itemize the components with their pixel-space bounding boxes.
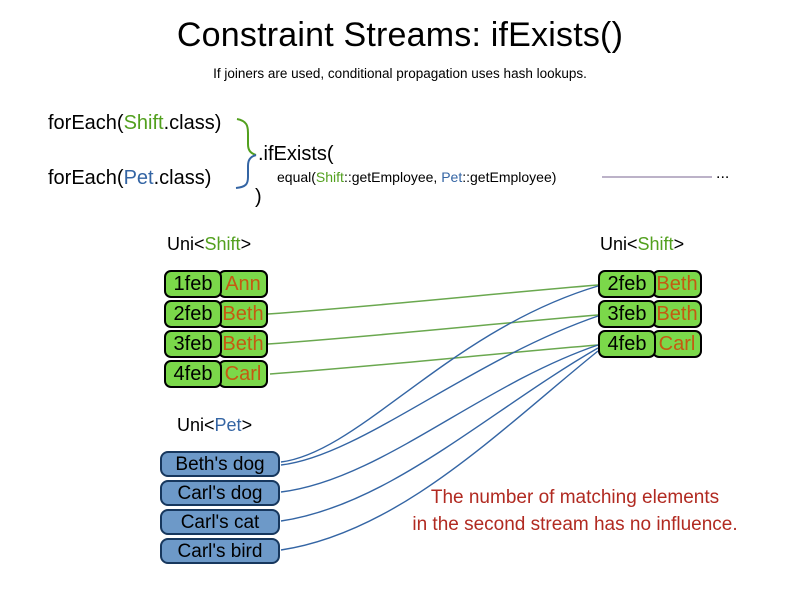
shift-row: 4feb Carl — [164, 360, 268, 388]
shift-row: 2feb Beth — [164, 300, 268, 328]
pet-class-token: Pet — [123, 167, 154, 189]
note-text: The number of matching elements in the s… — [385, 484, 765, 538]
label-text: > — [241, 415, 253, 435]
left-shift-stream-label: Uni<Shift> — [167, 234, 251, 255]
code-foreach-pet: forEach(Pet.class) — [48, 167, 211, 190]
label-text: > — [240, 234, 252, 254]
shift-row: 2feb Beth — [598, 270, 702, 298]
right-shift-table: 2feb Beth 3feb Beth 4feb Carl — [598, 270, 702, 358]
label-text: Uni< — [600, 234, 638, 254]
wire-3feb-to-3feb — [267, 314, 599, 345]
code-text: ::getEmployee) — [462, 169, 557, 185]
shift-date-cell: 4feb — [164, 360, 222, 388]
shift-date-cell: 2feb — [164, 300, 222, 328]
shift-class-token: Shift — [204, 234, 241, 254]
pet-table: Beth's dog Carl's dog Carl's cat Carl's … — [160, 451, 280, 564]
joiner-ellipsis: ... — [716, 165, 730, 182]
wire-carls-dog-to-4feb — [280, 344, 599, 493]
label-text: Uni< — [177, 415, 215, 435]
shift-row: 4feb Carl — [598, 330, 702, 358]
right-shift-stream-label: Uni<Shift> — [600, 234, 684, 255]
pet-box: Carl's cat — [160, 509, 280, 535]
shift-row: 1feb Ann — [164, 270, 268, 298]
code-text: ::getEmployee, — [343, 169, 442, 185]
wire-beths-dog-to-3feb — [280, 315, 599, 466]
note-line-2: in the second stream has no influence. — [412, 514, 738, 535]
code-foreach-shift: forEach(Shift.class) — [48, 112, 221, 135]
code-text: forEach( — [48, 112, 124, 134]
shift-employee-cell: Carl — [652, 330, 702, 358]
shift-row: 3feb Beth — [164, 330, 268, 358]
shift-date-cell: 1feb — [164, 270, 222, 298]
code-ifexists: .ifExists( — [258, 143, 334, 165]
shift-date-cell: 3feb — [164, 330, 222, 358]
pet-class-token: Pet — [441, 169, 463, 185]
shift-class-token: Shift — [637, 234, 674, 254]
shift-row: 3feb Beth — [598, 300, 702, 328]
left-shift-table: 1feb Ann 2feb Beth 3feb Beth 4feb Carl — [164, 270, 268, 388]
pet-box: Carl's bird — [160, 538, 280, 564]
shift-date-cell: 4feb — [598, 330, 656, 358]
slide-title: Constraint Streams: ifExists() — [176, 16, 624, 54]
code-text: forEach( — [48, 167, 124, 189]
shift-class-token: Shift — [315, 169, 344, 185]
shift-date-cell: 2feb — [598, 270, 656, 298]
wire-4feb-to-4feb — [269, 344, 599, 375]
code-close-paren: ) — [255, 186, 262, 208]
note-line-1: The number of matching elements — [430, 487, 720, 508]
shift-employee-cell: Beth — [218, 300, 268, 328]
pet-box: Beth's dog — [160, 451, 280, 477]
slide-subtitle: If joiners are used, conditional propaga… — [213, 66, 587, 81]
pet-stream-label: Uni<Pet> — [177, 415, 252, 436]
pet-box: Carl's dog — [160, 480, 280, 506]
label-text: Uni< — [167, 234, 205, 254]
shift-employee-cell: Beth — [652, 300, 702, 328]
pet-class-token: Pet — [214, 415, 242, 435]
label-text: > — [673, 234, 685, 254]
shift-employee-cell: Beth — [218, 330, 268, 358]
wire-2feb-to-2feb — [267, 284, 599, 315]
shift-class-token: Shift — [123, 112, 164, 134]
brace-bottom-blue — [235, 154, 257, 189]
shift-employee-cell: Ann — [218, 270, 268, 298]
shift-employee-cell: Carl — [218, 360, 268, 388]
code-text: .class) — [153, 167, 212, 189]
shift-date-cell: 3feb — [598, 300, 656, 328]
code-joiner: equal(Shift::getEmployee, Pet::getEmploy… — [277, 169, 556, 185]
brace-top-green — [236, 118, 257, 156]
wire-beths-dog-to-2feb — [280, 285, 599, 463]
code-text: equal( — [277, 169, 316, 185]
shift-employee-cell: Beth — [652, 270, 702, 298]
code-text: .class) — [163, 112, 222, 134]
